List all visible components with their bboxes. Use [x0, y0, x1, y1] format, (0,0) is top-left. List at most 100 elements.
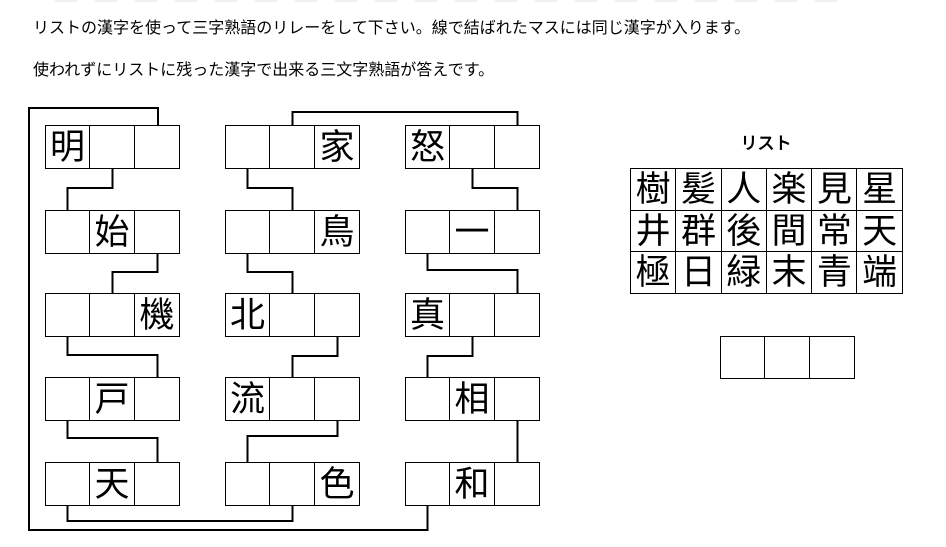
connector-line-r2c2.cell1-r3c2.cell2	[246, 254, 294, 293]
connector-line-r5c1.cell1-r5c2.cell2	[66, 506, 294, 522]
puzzle-cell-r3c2-1-given: 北	[225, 293, 270, 337]
puzzle-cell-r4c3-2-given: 相	[450, 377, 495, 421]
connector-line-r1c1.cell2-r2c1.cell1	[66, 169, 114, 210]
puzzle-box-r4c1: 戸	[45, 377, 180, 421]
puzzle-cell-r4c3-1-empty	[405, 377, 450, 421]
connector-line-r1c2.cell2-r1c3.cell3	[291, 111, 519, 125]
puzzle-cell-r1c3-3-empty	[495, 125, 540, 169]
puzzle-cell-r5c2-2-empty	[270, 462, 315, 506]
puzzle-cell-r3c2-3-empty	[315, 293, 360, 337]
answer-box	[720, 336, 855, 379]
puzzle-box-r5c3: 和	[405, 462, 540, 506]
puzzle-cell-r4c2-3-empty	[315, 377, 360, 421]
puzzle-box-r1c1: 明	[45, 125, 180, 169]
puzzle-cell-r5c2-1-empty	[225, 462, 270, 506]
puzzle-cell-r1c2-3-given: 家	[315, 125, 360, 169]
puzzle-cell-r3c3-1-given: 真	[405, 293, 450, 337]
puzzle-cell-r1c1-3-empty	[135, 125, 180, 169]
puzzle-cell-r4c1-2-given: 戸	[90, 377, 135, 421]
puzzle-cell-r2c3-1-empty	[405, 210, 450, 254]
puzzle-cell-r1c2-2-empty	[270, 125, 315, 169]
list-title: リスト	[740, 134, 792, 153]
puzzle-box-r1c2: 家	[225, 125, 360, 169]
answer-cell-1	[720, 336, 765, 379]
puzzle-box-r5c2: 色	[225, 462, 360, 506]
puzzle-box-r2c3: 一	[405, 210, 540, 254]
list-cell-r2c3: 後	[721, 210, 767, 253]
puzzle-box-r4c3: 相	[405, 377, 540, 421]
instruction-line-2: 使われずにリストに残った漢字で出来る三文字熟語が答えです。	[33, 62, 495, 79]
puzzle-cell-r5c3-1-empty	[405, 462, 450, 506]
puzzle-cell-r4c2-2-empty	[270, 377, 315, 421]
list-cell-r3c4: 末	[766, 252, 813, 295]
puzzle-box-r4c2: 流	[225, 377, 360, 421]
connector-line-r3c3.cell2-r4c3.cell1	[426, 337, 474, 377]
puzzle-box-r2c1: 始	[45, 210, 180, 254]
list-cell-r3c1: 極	[631, 252, 677, 295]
puzzle-cell-r2c2-2-empty	[270, 210, 315, 254]
puzzle-cell-r1c3-1-given: 怒	[405, 125, 450, 169]
list-cell-r1c6: 星	[857, 169, 903, 211]
list-cell-r1c3: 人	[721, 169, 767, 211]
puzzle-box-r3c2: 北	[225, 293, 360, 337]
list-cell-r3c5: 青	[812, 252, 858, 295]
list-cell-r2c6: 天	[857, 210, 903, 253]
puzzle-cell-r3c3-2-empty	[450, 293, 495, 337]
puzzle-cell-r3c1-2-empty	[90, 293, 135, 337]
puzzle-box-r1c3: 怒	[405, 125, 540, 169]
puzzle-cell-r1c2-1-empty	[225, 125, 270, 169]
connector-line-r4c2.cell3-r5c2.cell1	[246, 421, 339, 462]
kanji-list-grid: 樹髪人楽見星井群後間常天極日緑末青端	[630, 168, 903, 295]
puzzle-cell-r1c3-2-empty	[450, 125, 495, 169]
puzzle-cell-r2c2-3-given: 鳥	[315, 210, 360, 254]
puzzle-cell-r1c1-2-empty	[90, 125, 135, 169]
puzzle-cell-r5c1-2-given: 天	[90, 462, 135, 506]
list-cell-r2c4: 間	[766, 210, 813, 253]
list-cell-r1c1: 樹	[631, 169, 677, 211]
connector-line-r4c1.cell1-r5c1.cell3	[66, 421, 159, 462]
puzzle-cell-r5c1-3-empty	[135, 462, 180, 506]
puzzle-cell-r4c1-1-empty	[45, 377, 90, 421]
puzzle-cell-r3c1-3-given: 機	[135, 293, 180, 337]
connector-line-r3c2.cell3-r4c2.cell2	[291, 337, 339, 377]
list-cell-r2c5: 常	[812, 210, 858, 253]
answer-cell-2	[765, 336, 810, 379]
list-cell-r2c2: 群	[676, 210, 722, 253]
puzzle-box-r5c1: 天	[45, 462, 180, 506]
puzzle-box-r3c1: 機	[45, 293, 180, 337]
connector-line-r5c3.cell1-r1c1.cell3	[28, 107, 429, 531]
puzzle-cell-r2c2-1-empty	[225, 210, 270, 254]
puzzle-box-r3c3: 真	[405, 293, 540, 337]
connector-line-r3c1.cell1-r4c1.cell3	[66, 337, 159, 377]
puzzle-cell-r4c3-3-empty	[495, 377, 540, 421]
puzzle-cell-r3c1-1-empty	[45, 293, 90, 337]
puzzle-cell-r2c1-2-given: 始	[90, 210, 135, 254]
puzzle-cell-r5c3-2-given: 和	[450, 462, 495, 506]
puzzle-cell-r4c1-3-empty	[135, 377, 180, 421]
list-cell-r1c4: 楽	[766, 169, 813, 211]
puzzle-cell-r2c3-3-empty	[495, 210, 540, 254]
instruction-line-1: リストの漢字を使って三字熟語のリレーをして下さい。線で結ばれたマスには同じ漢字が…	[33, 20, 751, 37]
list-cell-r3c6: 端	[857, 252, 903, 295]
puzzle-cell-r5c1-1-empty	[45, 462, 90, 506]
puzzle-cell-r3c3-3-empty	[495, 293, 540, 337]
puzzle-cell-r4c2-1-given: 流	[225, 377, 270, 421]
puzzle-cell-r3c2-2-empty	[270, 293, 315, 337]
puzzle-cell-r2c3-2-given: 一	[450, 210, 495, 254]
list-cell-r3c2: 日	[676, 252, 722, 295]
list-cell-r3c3: 緑	[721, 252, 767, 295]
puzzle-cell-r5c3-3-empty	[495, 462, 540, 506]
puzzle-cell-r5c2-3-given: 色	[315, 462, 360, 506]
answer-cell-3	[810, 336, 855, 379]
puzzle-box-r2c2: 鳥	[225, 210, 360, 254]
list-cell-r1c5: 見	[812, 169, 858, 211]
list-cell-r1c2: 髪	[676, 169, 722, 211]
puzzle-cell-r2c1-1-empty	[45, 210, 90, 254]
puzzle-cell-r1c1-1-given: 明	[45, 125, 90, 169]
puzzle-cell-r2c1-3-empty	[135, 210, 180, 254]
connector-line-r2c3.cell1-r3c3.cell3	[426, 254, 519, 293]
connector-line-r1c2.cell1-r2c2.cell2	[246, 169, 294, 210]
cropped-edge-artifact	[55, 0, 845, 2]
